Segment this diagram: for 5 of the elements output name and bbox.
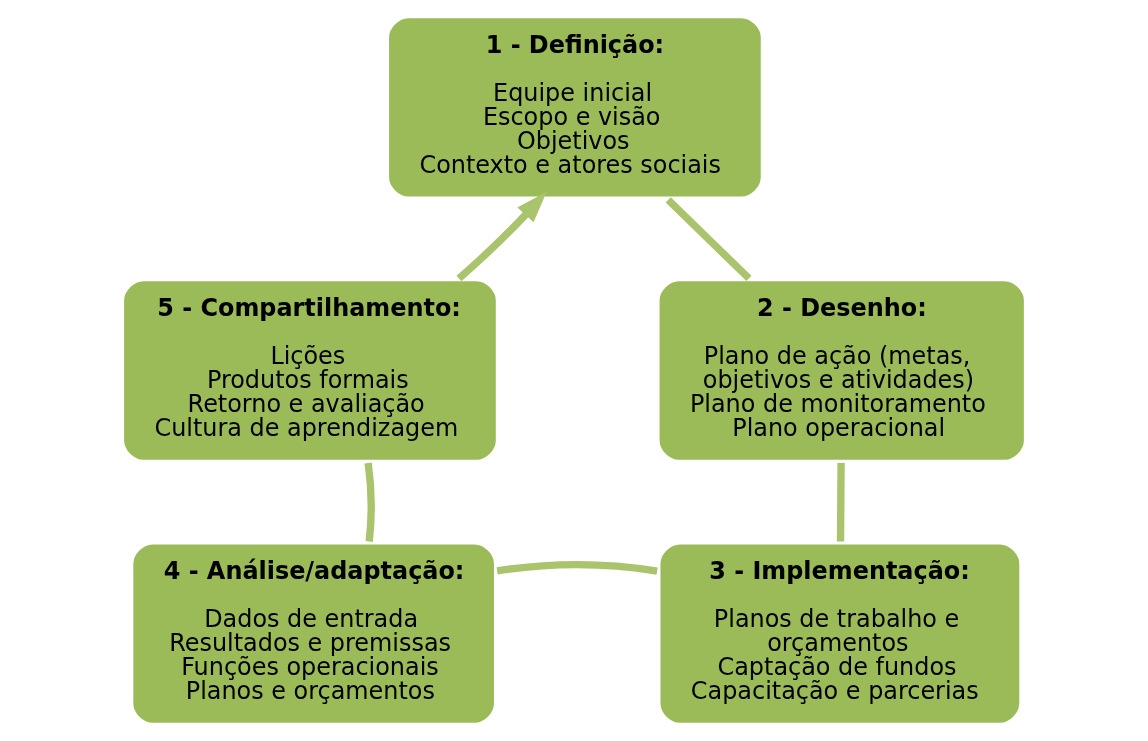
arrow bbox=[456, 191, 547, 282]
connector bbox=[364, 462, 375, 542]
connector bbox=[496, 560, 658, 575]
connector bbox=[665, 197, 752, 282]
connector bbox=[836, 463, 845, 542]
